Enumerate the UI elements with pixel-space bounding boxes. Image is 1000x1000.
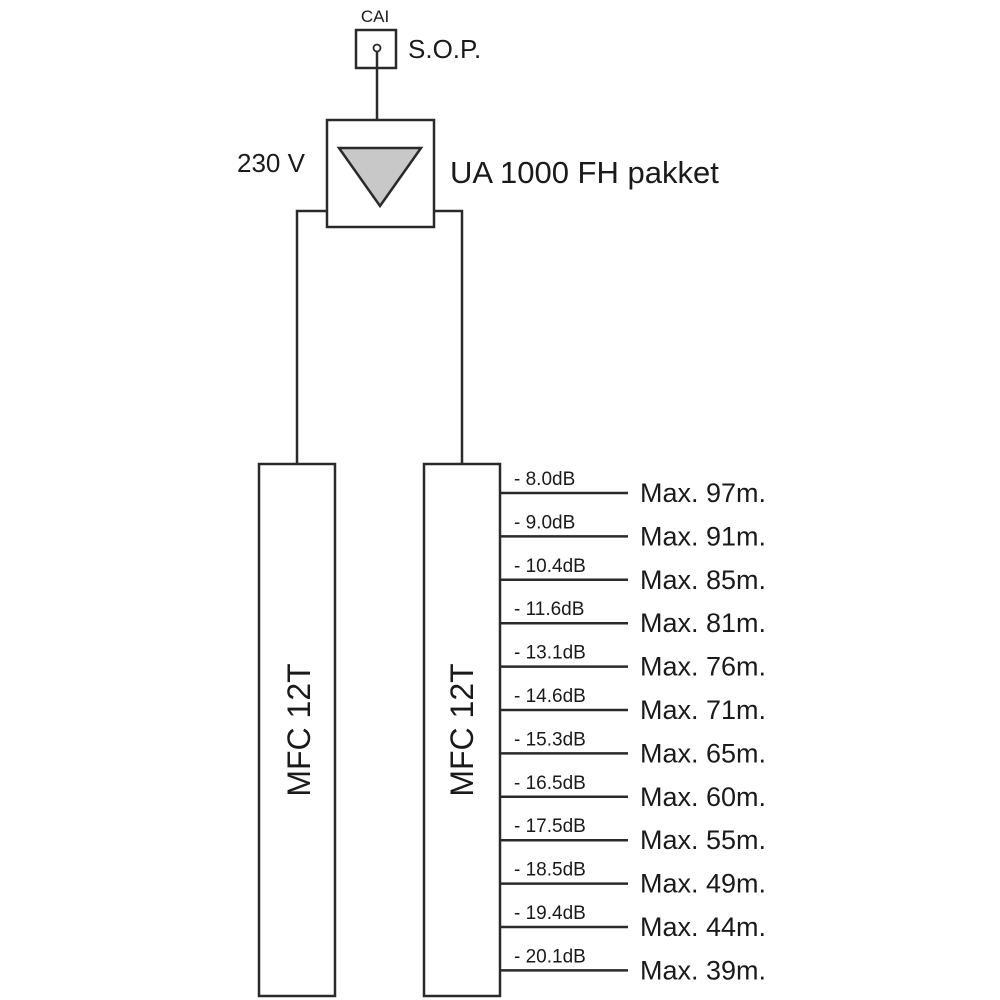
amplifier-name: UA 1000 FH pakket — [450, 155, 719, 190]
tap-attenuation: - 9.0dB — [514, 512, 575, 533]
tap-attenuation: - 13.1dB — [514, 643, 586, 664]
tap-output-4: - 11.6dB Max. 81m. — [500, 599, 766, 638]
splitter-right-box — [422, 462, 502, 998]
amplifier-left-cable — [295, 209, 327, 464]
tap-max-length: Max. 39m. — [640, 955, 766, 985]
outlet-top-label: CAI — [361, 7, 389, 26]
tap-attenuation: - 10.4dB — [514, 556, 586, 577]
tap-output-5: - 13.1dB Max. 76m. — [500, 643, 766, 682]
tap-max-length: Max. 65m. — [640, 738, 766, 768]
outlet-connector-icon — [372, 43, 382, 53]
tap-output-1: - 8.0dB Max. 97m. — [500, 469, 766, 508]
splitter-right-label: MFC 12T — [444, 663, 480, 796]
tap-max-length: Max. 81m. — [640, 608, 766, 638]
splitter-left-label: MFC 12T — [281, 663, 317, 796]
tap-max-length: Max. 71m. — [640, 695, 766, 725]
outlet-name: S.O.P. — [408, 34, 481, 64]
tap-output-10: - 18.5dB Max. 49m. — [500, 860, 766, 899]
tap-max-length: Max. 76m. — [640, 652, 766, 682]
tap-outputs: - 8.0dB Max. 97m. - 9.0dB Max. 91m. - 10.4dB… — [500, 469, 766, 985]
tap-max-length: Max. 91m. — [640, 521, 766, 551]
tap-attenuation: - 18.5dB — [514, 860, 586, 881]
tap-attenuation: - 20.1dB — [514, 946, 586, 967]
amplifier-right-cable — [434, 209, 464, 464]
tap-attenuation: - 14.6dB — [514, 686, 586, 707]
tap-output-7: - 15.3dB Max. 65m. — [500, 729, 766, 768]
tap-max-length: Max. 44m. — [640, 912, 766, 942]
outlet-group: CAI S.O.P. — [354, 7, 481, 70]
tap-attenuation: - 17.5dB — [514, 816, 586, 837]
tap-max-length: Max. 60m. — [640, 782, 766, 812]
tap-attenuation: - 16.5dB — [514, 773, 586, 794]
tap-output-8: - 16.5dB Max. 60m. — [500, 773, 766, 812]
tap-attenuation: - 8.0dB — [514, 469, 575, 490]
amplifier-triangle-icon — [336, 146, 424, 209]
tap-output-11: - 19.4dB Max. 44m. — [500, 903, 766, 942]
splitter-left-box — [257, 462, 337, 998]
amplifier-group: 230 V UA 1000 FH pakket — [237, 118, 719, 229]
tap-output-3: - 10.4dB Max. 85m. — [500, 556, 766, 595]
tap-max-length: Max. 55m. — [640, 825, 766, 855]
tap-max-length: Max. 49m. — [640, 869, 766, 899]
tap-attenuation: - 15.3dB — [514, 729, 586, 750]
splitter-left: MFC 12T — [257, 462, 337, 998]
tap-output-2: - 9.0dB Max. 91m. — [500, 512, 766, 551]
tap-max-length: Max. 97m. — [640, 478, 766, 508]
tap-output-12: - 20.1dB Max. 39m. — [500, 946, 766, 985]
tap-max-length: Max. 85m. — [640, 565, 766, 595]
amplifier-power-label: 230 V — [237, 148, 306, 178]
splitter-right: MFC 12T — [422, 462, 502, 998]
tap-output-6: - 14.6dB Max. 71m. — [500, 686, 766, 725]
tap-output-9: - 17.5dB Max. 55m. — [500, 816, 766, 855]
tap-attenuation: - 19.4dB — [514, 903, 586, 924]
tap-attenuation: - 11.6dB — [514, 599, 584, 620]
